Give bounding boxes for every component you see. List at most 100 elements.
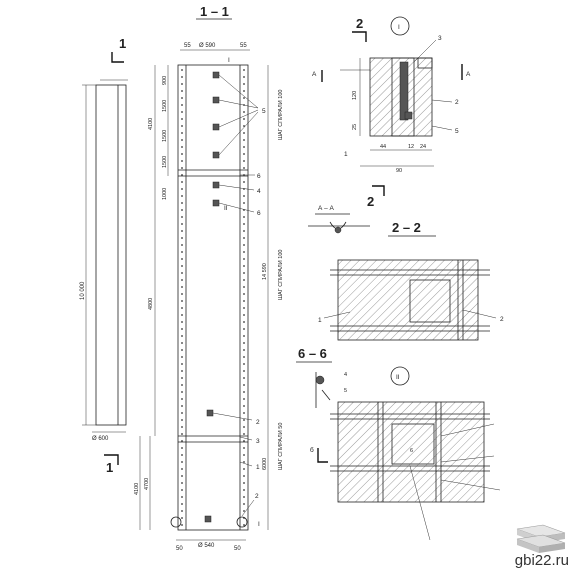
spiral-dot — [181, 174, 183, 176]
gbi-logo-icon — [516, 524, 566, 553]
section-mark-2-bottom: 2 — [367, 194, 374, 209]
spiral-dot — [243, 265, 245, 267]
spiral-dot — [243, 447, 245, 449]
node-I-detail: 2 I А А 120 25 44 12 24 90 2 5 3 1 2 — [312, 16, 471, 209]
spiral-dot — [243, 125, 245, 127]
spiral-dot — [181, 517, 183, 519]
spiral-dot — [181, 356, 183, 358]
spiral-dot — [243, 293, 245, 295]
node-II-circle — [390, 366, 410, 386]
dim-1500a: 1500 — [162, 100, 168, 112]
spiral-dot — [243, 69, 245, 71]
section-A-A: А – А — [308, 205, 370, 234]
spiral-dot — [243, 90, 245, 92]
callout-6: 6 — [257, 210, 261, 217]
spiral-dot — [243, 342, 245, 344]
spiral-dot — [243, 335, 245, 337]
spiral-dot — [181, 104, 183, 106]
dim-top-55-right: 55 — [240, 43, 247, 49]
spiral-dot — [181, 181, 183, 183]
dim-pile-diameter: Ø 600 — [92, 436, 109, 442]
spiral-dot — [181, 349, 183, 351]
callout-2b: 2 — [255, 493, 259, 500]
section-mark-1-top: 1 — [119, 36, 126, 51]
node-I-label: I — [398, 24, 400, 31]
spiral-dot — [243, 398, 245, 400]
spiral-dot — [181, 167, 183, 169]
spiral-dot — [181, 482, 183, 484]
node-I-circle — [390, 16, 410, 36]
spiral-dot — [243, 279, 245, 281]
spiral-dot — [181, 384, 183, 386]
spiral-dot — [181, 328, 183, 330]
spiral-dot — [181, 405, 183, 407]
spiral-dot — [243, 510, 245, 512]
dim-top-55-left: 55 — [184, 43, 191, 49]
spiral-dot — [243, 370, 245, 372]
spiral-dot — [181, 209, 183, 211]
dim-bottom-50-left: 50 — [176, 546, 183, 552]
section-1-1: 1 – 1 55 Ø 590 55 I II I — [134, 4, 284, 552]
dim-14590: 14 590 — [262, 263, 268, 280]
spiral-dot — [181, 496, 183, 498]
callout-5-node: 5 — [455, 128, 459, 135]
callout-4-sec66: 4 — [344, 372, 347, 378]
spiral-dot — [181, 139, 183, 141]
spiral-dot — [243, 195, 245, 197]
spiral-dot — [243, 482, 245, 484]
dim-inner-diameter: Ø 540 — [198, 543, 215, 549]
spiral-dot — [181, 342, 183, 344]
spiral-dot — [243, 272, 245, 274]
spiral-dot — [243, 363, 245, 365]
spiral-dot — [181, 412, 183, 414]
spiral-dot — [243, 111, 245, 113]
rebar-node — [212, 96, 220, 104]
spiral-dot — [243, 167, 245, 169]
spiral-dot — [243, 97, 245, 99]
dim-1500b: 1500 — [162, 130, 168, 142]
spiral-dot — [181, 251, 183, 253]
spiral-dot — [181, 244, 183, 246]
section-mark-1-bottom: 1 — [106, 460, 113, 475]
dim-6000: 6000 — [262, 458, 268, 470]
spiral-dot — [181, 216, 183, 218]
rebar-node — [212, 151, 220, 159]
callout-5-sec66: 5 — [344, 388, 347, 394]
node-dim-12: 12 — [408, 144, 414, 150]
section-mark-6: б — [310, 446, 314, 454]
dim-900: 900 — [162, 76, 168, 85]
spiral-dot — [181, 279, 183, 281]
spiral-dot — [181, 125, 183, 127]
spiral-dot — [243, 223, 245, 225]
dim-1000: 1000 — [162, 188, 168, 200]
spiral-dot — [181, 307, 183, 309]
spiral-dot — [243, 251, 245, 253]
callout-2-node: 2 — [455, 99, 459, 106]
spiral-dot — [243, 118, 245, 120]
node-dim-44: 44 — [380, 144, 386, 150]
spiral-dot — [243, 524, 245, 526]
spiral-dot — [243, 461, 245, 463]
node-II-detail: II б 6 — [310, 366, 501, 541]
spiral-dot — [243, 132, 245, 134]
spiral-dot — [181, 202, 183, 204]
spiral-dot — [243, 426, 245, 428]
dim-4700: 4700 — [144, 478, 150, 490]
spiral-dot — [181, 377, 183, 379]
arrow-A-left: А — [312, 71, 317, 78]
spiral-dot — [181, 510, 183, 512]
dim-4800: 4800 — [148, 298, 154, 310]
spiral-dot — [181, 160, 183, 162]
pile-shell — [177, 64, 249, 531]
node-II-label: II — [396, 374, 400, 381]
section-arrow-2-top — [352, 31, 367, 42]
spiral-dot — [181, 188, 183, 190]
dim-total-length: 10 000 — [80, 281, 86, 300]
section-2-2-concrete — [337, 259, 479, 341]
spiral-dot — [243, 384, 245, 386]
spiral-dot — [243, 475, 245, 477]
spiral-dot — [181, 468, 183, 470]
spiral-dot — [181, 433, 183, 435]
spiral-dot — [181, 503, 183, 505]
spiral-dot — [181, 391, 183, 393]
